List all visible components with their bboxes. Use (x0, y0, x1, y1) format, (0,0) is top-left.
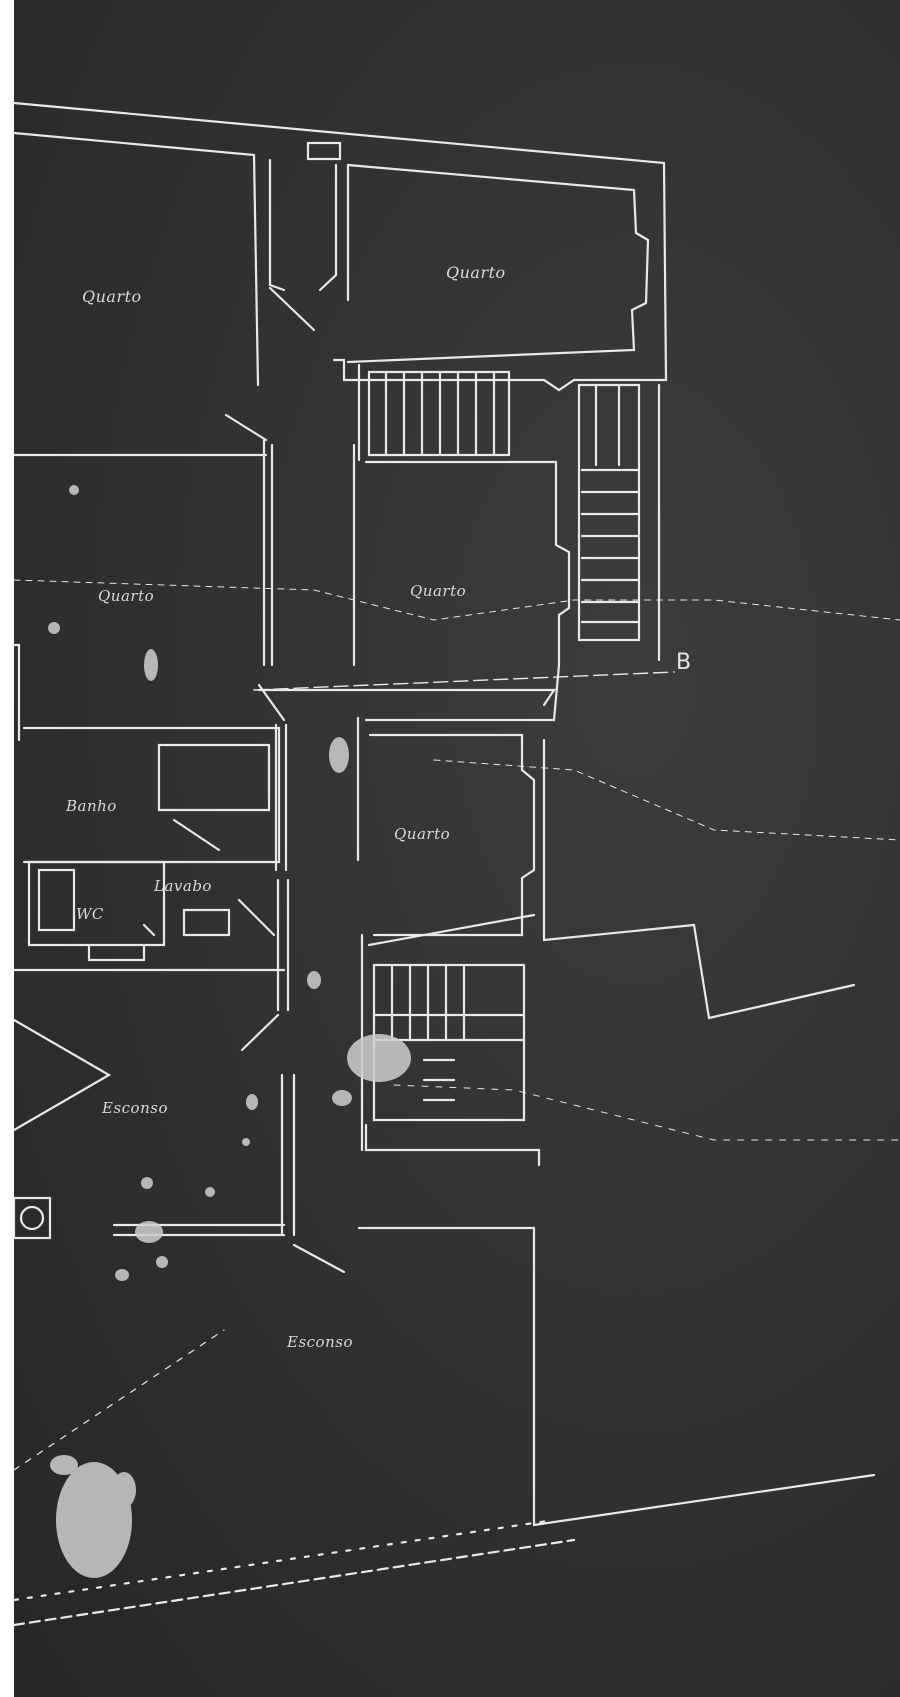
section-marker-b: B (676, 650, 692, 675)
wall-esconso-1 (14, 1018, 112, 1132)
room-label-quarto-4: Quarto (98, 587, 155, 605)
stain (347, 1034, 411, 1082)
section-line-b (253, 671, 675, 691)
room-label-quarto-1: Quarto (82, 287, 142, 306)
room-label-banho: Banho (66, 797, 117, 815)
wall-banho (22, 726, 281, 864)
room-label-wc: WC (76, 905, 104, 923)
wall-quarto-3 (364, 460, 571, 722)
room-label-quarto-2: Quarto (446, 263, 506, 282)
room-label-esconso-1: Esconso (102, 1099, 168, 1117)
boiler-symbol (14, 1196, 52, 1240)
floor-plan-drawing (14, 101, 900, 1627)
wall-quarto-4 (14, 643, 21, 742)
wall-quarto-2 (346, 163, 650, 364)
outer-wall-top (14, 101, 668, 392)
room-label-lavabo: Lavabo (154, 877, 212, 895)
wall-esconso-2 (357, 1226, 536, 1527)
room-label-quarto-3: Quarto (410, 582, 467, 600)
wall-quarto-5 (368, 733, 536, 937)
room-label-esconso-2: Esconso (287, 1333, 353, 1351)
room-label-quarto-5: Quarto (394, 825, 451, 843)
outer-wall-top-inner (14, 131, 260, 387)
wall-wc (27, 860, 166, 947)
chimney (306, 141, 342, 161)
stair-upper (367, 370, 511, 457)
blueprint-sheet: Quarto Quarto Quarto Quarto Quarto Banho… (14, 0, 900, 1697)
